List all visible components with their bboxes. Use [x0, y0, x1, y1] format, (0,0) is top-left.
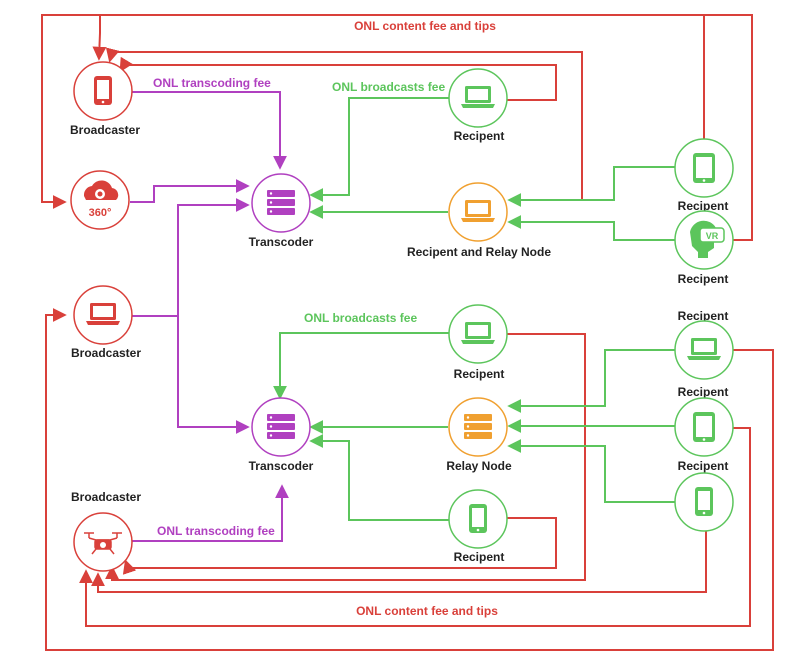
- node-label: Recipent: [678, 459, 729, 473]
- red-connector: [119, 56, 557, 101]
- node-label-above: Recipent: [678, 309, 729, 323]
- purple-connector: [131, 91, 287, 170]
- smartphone-icon: [695, 487, 713, 516]
- laptop-icon: [461, 86, 495, 108]
- transcoder-top-node[interactable]: Transcoder: [249, 173, 314, 249]
- node-label: Recipent and Relay Node: [407, 245, 551, 259]
- laptop-icon: [461, 200, 495, 222]
- red-connector: [122, 517, 557, 575]
- broadcasts-fee-label-bottom: ONL broadcasts fee: [304, 311, 417, 325]
- node-label: Broadcaster: [70, 123, 140, 137]
- recipient-top-laptop-node[interactable]: Recipent: [448, 68, 508, 143]
- camera-360-node[interactable]: 360°: [70, 170, 130, 230]
- recipient-tablet-top-node[interactable]: Recipent: [674, 138, 734, 213]
- red-connector: [79, 427, 751, 627]
- green-connector: [507, 166, 675, 207]
- server-icon: [267, 190, 295, 215]
- red-connectors: [41, 14, 774, 651]
- content-fee-label-bottom: ONL content fee and tips: [356, 604, 498, 618]
- red-connector: [45, 308, 774, 651]
- broadcaster-laptop-node[interactable]: Broadcaster: [71, 285, 141, 360]
- green-connector: [309, 434, 450, 521]
- tablet-icon: [693, 153, 715, 183]
- tablet-icon: [693, 412, 715, 442]
- red-connector: [41, 14, 705, 209]
- laptop-icon: [687, 338, 721, 360]
- relay-top-node[interactable]: Recipent and Relay Node: [407, 182, 551, 259]
- recipient-vr-node[interactable]: VR Recipent: [674, 210, 734, 286]
- recipient-right-phone-node[interactable]: [674, 472, 734, 532]
- transcoding-fee-label-top: ONL transcoding fee: [153, 76, 271, 90]
- purple-connector: [131, 484, 289, 542]
- node-label: Recipent: [678, 272, 729, 286]
- drone-icon: [84, 532, 122, 555]
- smartphone-icon: [469, 504, 487, 533]
- node-label: Transcoder: [249, 235, 314, 249]
- node-label: Relay Node: [446, 459, 512, 473]
- recipient-right-tablet-node[interactable]: Recipent: [674, 397, 734, 473]
- red-connector: [105, 333, 586, 581]
- broadcaster-phone-node[interactable]: Broadcaster: [70, 61, 140, 137]
- green-connector: [309, 97, 450, 202]
- broadcaster-drone-node[interactable]: Broadcaster: [71, 490, 141, 572]
- green-connector: [507, 349, 675, 413]
- purple-connector: [131, 198, 250, 317]
- green-connector: [507, 439, 675, 503]
- node-label: Broadcaster: [71, 346, 141, 360]
- vr-headset-icon: VR: [690, 220, 725, 258]
- laptop-icon: [86, 303, 120, 325]
- recipient-right-laptop-node[interactable]: Recipent Recipent: [674, 309, 734, 399]
- green-connector: [273, 332, 450, 400]
- node-label: Recipent: [678, 199, 729, 213]
- node-label: Recipent: [454, 129, 505, 143]
- purple-connectors: [130, 91, 289, 542]
- recipient-mid-laptop-node[interactable]: Recipent: [448, 304, 508, 381]
- transcoder-bottom-node[interactable]: Transcoder: [249, 397, 314, 473]
- transcoding-fee-label-bottom: ONL transcoding fee: [157, 524, 275, 538]
- vr-badge: VR: [706, 231, 719, 241]
- red-connector: [91, 520, 707, 593]
- camera-360-label: 360°: [89, 207, 112, 219]
- node-label: Transcoder: [249, 459, 314, 473]
- node-label: Broadcaster: [71, 490, 141, 504]
- recipient-bottom-phone-node[interactable]: Recipent: [448, 489, 508, 564]
- broadcasts-fee-label-top: ONL broadcasts fee: [332, 80, 445, 94]
- camera-360-icon: [83, 180, 119, 200]
- red-connector: [42, 14, 107, 61]
- red-connector: [704, 14, 753, 241]
- green-connectors: [273, 97, 675, 521]
- node-label: Recipent: [678, 385, 729, 399]
- node-label: Recipent: [454, 367, 505, 381]
- red-connector: [105, 47, 583, 200]
- purple-connector: [177, 316, 250, 434]
- laptop-icon: [461, 322, 495, 344]
- relay-bottom-node[interactable]: Relay Node: [446, 397, 512, 473]
- green-connector: [507, 215, 675, 241]
- node-label: Recipent: [454, 550, 505, 564]
- content-fee-label-top: ONL content fee and tips: [354, 19, 496, 33]
- server-icon: [267, 414, 295, 439]
- smartphone-icon: [94, 76, 112, 105]
- server-icon: [464, 414, 492, 439]
- purple-connector: [130, 179, 250, 203]
